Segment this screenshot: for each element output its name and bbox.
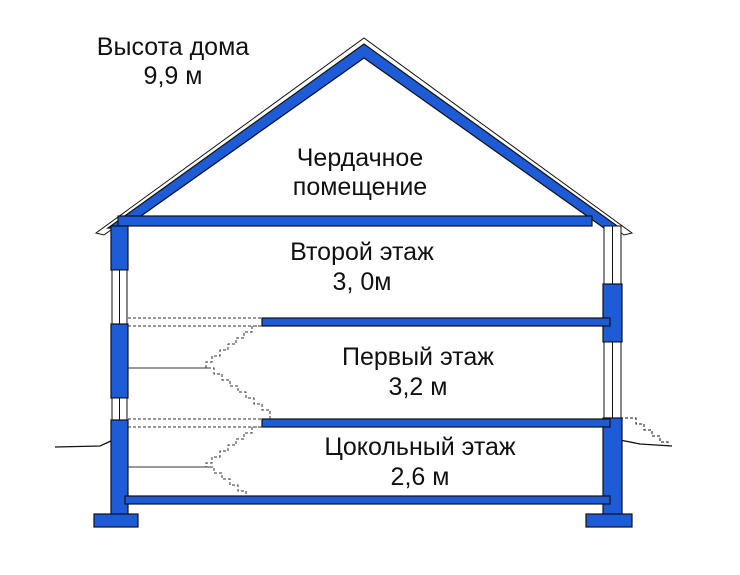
left-foundation-footing (93, 513, 139, 528)
basement-height: 2,6 м (391, 463, 450, 491)
basement-floor-slab (124, 495, 611, 505)
second-floor-slab (261, 317, 611, 327)
right-foundation-footing (585, 513, 633, 528)
house-height-title: Высота дома (97, 33, 249, 61)
basement-label: Цокольный этаж (324, 433, 516, 461)
first-floor-label: Первый этаж (342, 343, 494, 371)
attic-floor-slab (117, 215, 593, 227)
first-floor-height: 3,2 м (389, 373, 448, 401)
stair-openings (128, 317, 262, 428)
ground-line (54, 439, 673, 448)
left-wall (110, 225, 129, 517)
right-wall (602, 225, 623, 517)
exterior-steps (620, 417, 669, 446)
attic-label-line1: Чердачное (297, 144, 423, 172)
first-floor-slab (261, 418, 611, 428)
attic-label-line2: помещение (293, 173, 427, 201)
house-height-value: 9,9 м (144, 62, 203, 90)
second-floor-height: 3, 0м (333, 268, 392, 296)
staircase (128, 325, 271, 496)
second-floor-label: Второй этаж (290, 238, 434, 266)
